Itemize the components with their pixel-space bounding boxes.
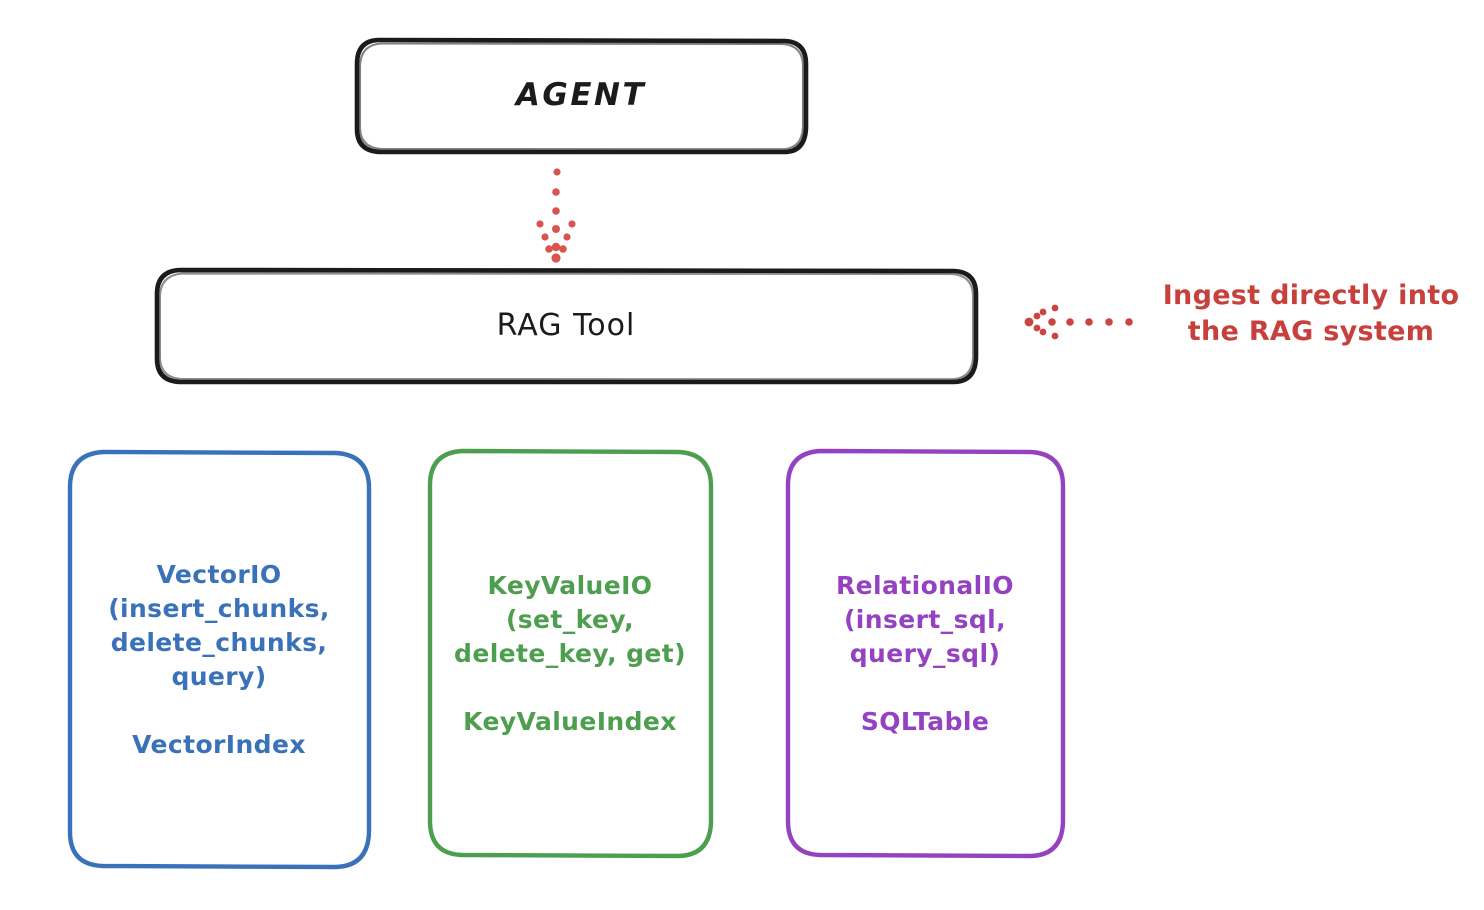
keyvalueio-node[interactable]: KeyValueIO (set_key, delete_key, get) Ke… [428, 450, 712, 857]
vectorio-content: VectorIO (insert_chunks, delete_chunks, … [68, 558, 370, 762]
rag-tool-node[interactable]: RAG Tool [155, 268, 977, 384]
relationalio-node[interactable]: RelationalIO (insert_sql, query_sql) SQL… [786, 450, 1064, 857]
vectorio-node[interactable]: VectorIO (insert_chunks, delete_chunks, … [68, 450, 370, 869]
agent-node[interactable]: AGENT [355, 38, 807, 154]
agent-label: AGENT [515, 77, 647, 114]
relationalio-content: RelationalIO (insert_sql, query_sql) SQL… [786, 569, 1064, 739]
rag-tool-label: RAG Tool [496, 307, 636, 343]
ingest-to-ragtool-arrow [1024, 304, 1133, 340]
keyvalueio-content: KeyValueIO (set_key, delete_key, get) Ke… [428, 569, 712, 739]
relationalio-methods-label: RelationalIO (insert_sql, query_sql) [836, 570, 1014, 668]
vectorio-index-label: VectorIndex [132, 729, 306, 759]
relationalio-index-label: SQLTable [860, 706, 990, 736]
vectorio-methods-label: VectorIO (insert_chunks, delete_chunks, … [108, 559, 330, 691]
keyvalueio-methods-label: KeyValueIO (set_key, delete_key, get) [454, 570, 686, 668]
ingest-annotation-text: Ingest directly into the RAG system [1162, 280, 1460, 348]
agent-to-ragtool-arrow [536, 168, 576, 263]
keyvalueio-index-label: KeyValueIndex [463, 706, 677, 736]
